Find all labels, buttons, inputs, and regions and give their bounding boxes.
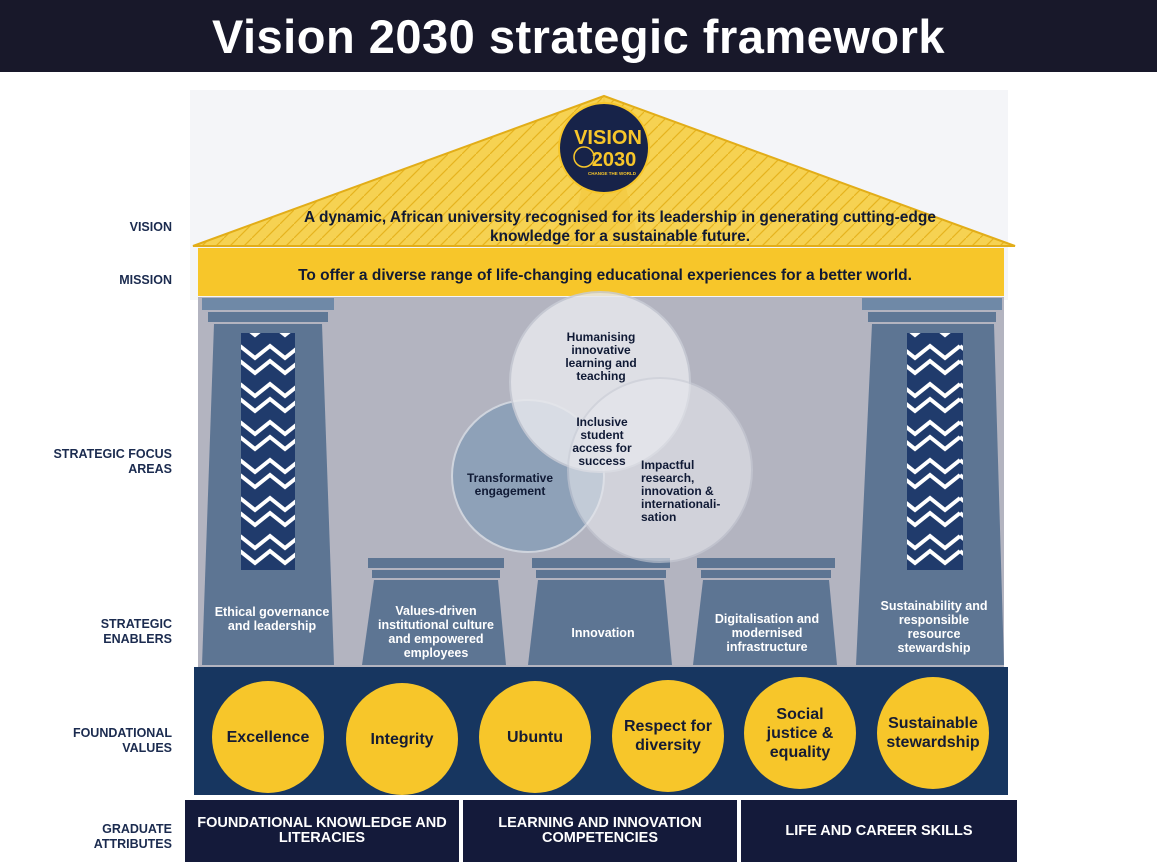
row-label-attributes: GRADUATE ATTRIBUTES (93, 822, 172, 851)
value-sustainable-stewardship: Sustainable stewardship (877, 677, 989, 789)
values-base (194, 667, 1008, 795)
row-label-mission: MISSION (119, 273, 172, 287)
page-title: Vision 2030 strategic framework (211, 9, 946, 63)
value-ubuntu: Ubuntu (479, 681, 591, 793)
africa-globe-icon (573, 146, 595, 168)
value-social-justice: Social justice & equality (744, 677, 856, 789)
attribute-learning-innovation: LEARNING AND INNOVATION COMPETENCIES (463, 800, 737, 862)
focus-area-top: Humanising innovative learning and teach… (565, 330, 637, 383)
enabler-1: Ethical governance and leadership (214, 605, 330, 633)
attribute-life-career-skills: LIFE AND CAREER SKILLS (741, 800, 1017, 862)
value-excellence: Excellence (212, 681, 324, 793)
enabler-4: Digitalisation and modernised infrastruc… (714, 612, 820, 654)
value-respect-for-diversity: Respect for diversity (612, 680, 724, 792)
venn-circle-right (567, 377, 753, 563)
mission-statement: To offer a diverse range of life-changin… (298, 267, 912, 284)
vision-statement: A dynamic, African university recognised… (304, 209, 936, 245)
short-pillar-2 (362, 558, 506, 665)
mission-band (198, 248, 1004, 296)
logo-line1: VISION (574, 127, 642, 149)
row-label-enablers: STRATEGIC ENABLERS (100, 617, 172, 646)
enabler-5: Sustainability and responsible resource … (880, 599, 988, 655)
logo-line2: 2030 (592, 149, 637, 171)
row-label-values: FOUNDATIONAL VALUES (72, 726, 172, 755)
logo-tagline: CHANGE THE WORLD (588, 171, 637, 176)
vision-2030-logo: VISION 2030 CHANGE THE WORLD (558, 102, 650, 194)
focus-area-right: Impactful research, innovation & interna… (641, 458, 721, 524)
short-pillar-3 (528, 558, 672, 665)
enabler-2: Values-driven institutional culture and … (378, 604, 494, 660)
row-label-vision: VISION (129, 220, 172, 234)
title-bar: Vision 2030 strategic framework (0, 0, 1157, 72)
focus-area-center: Inclusive student access for success (572, 415, 632, 468)
enabler-3: Innovation (571, 626, 635, 640)
value-integrity: Integrity (346, 683, 458, 795)
short-pillar-4 (693, 558, 837, 665)
row-label-focus-areas: STRATEGIC FOCUS AREAS (53, 447, 172, 476)
focus-area-left: Transformative engagement (466, 471, 554, 498)
left-pillar (202, 298, 334, 665)
right-pillar (856, 298, 1004, 665)
attribute-foundational-knowledge: FOUNDATIONAL KNOWLEDGE AND LITERACIES (185, 800, 459, 862)
